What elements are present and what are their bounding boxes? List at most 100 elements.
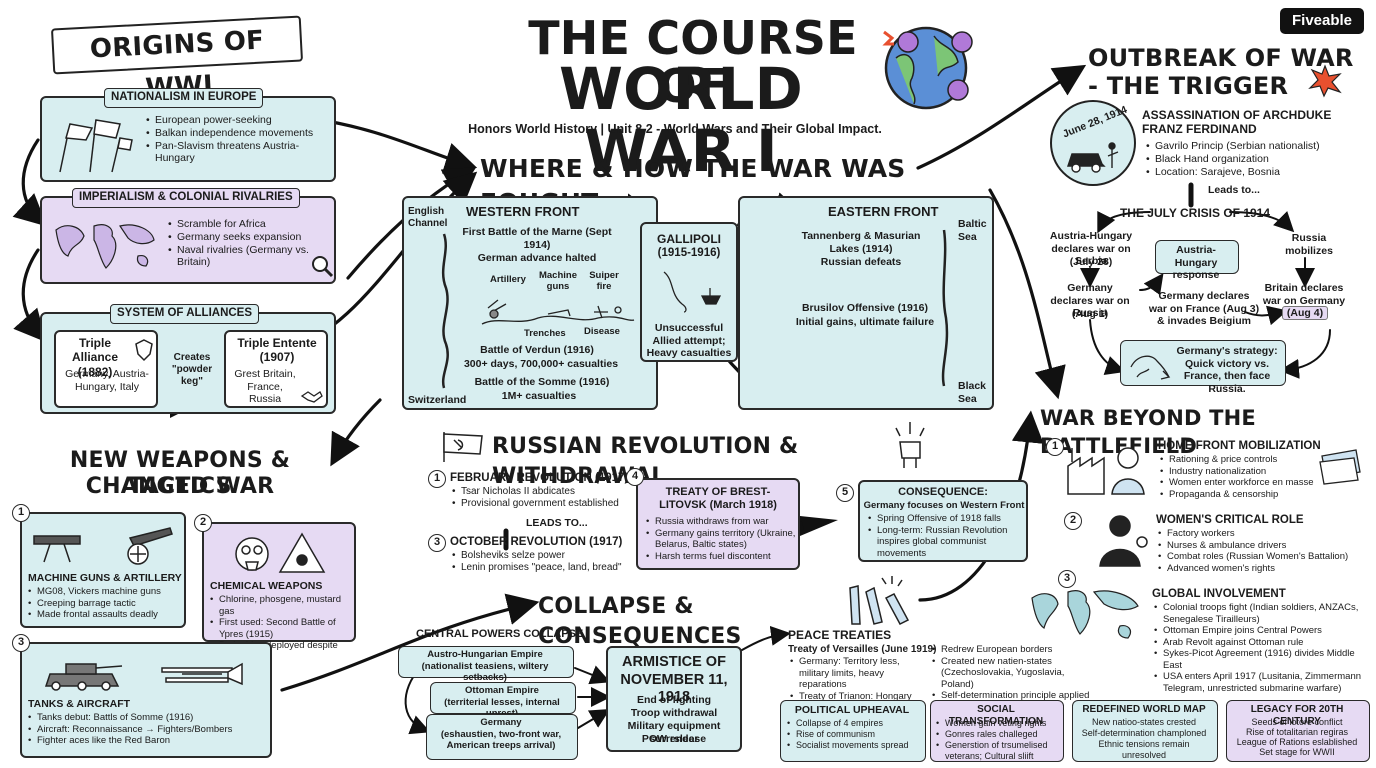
magnifier-icon [310, 254, 334, 278]
shield-icon [134, 338, 154, 362]
strategy-text: Germany's strategy: Quick victory vs. Fr… [1176, 345, 1278, 395]
ah-response: Austria-Hungary response [1172, 244, 1220, 282]
women-title: WOMEN'S CRITICAL ROLE [1156, 514, 1304, 526]
consequence-item: Spring Offensive of 1918 falls [868, 513, 1026, 525]
revolution-leads-to: LEADS TO... [526, 517, 588, 529]
front-line-icon [432, 232, 456, 390]
february-title: FEBRUARY REVOLUTION (1917) [450, 472, 629, 484]
austro-title: Austro-Hungarian Empire [427, 649, 543, 660]
outbreak-title-line-2: - THE TRIGGER [1088, 72, 1289, 100]
step-number: 3 [1058, 570, 1076, 588]
western-front-card: WESTERN FRONT English Channel Switzerlan… [402, 196, 658, 410]
armistice-item: Troop withdrawal [630, 707, 718, 719]
nationalism-item: European power-seeking [146, 114, 334, 127]
english-channel-label: English Channel [408, 206, 448, 229]
verdun-note: 300+ days, 700,000+ casualties [463, 358, 619, 370]
step-number: 1 [12, 504, 30, 522]
central-powers-title: CENTRAL POWERS COLLAPSE [416, 628, 584, 640]
global-item: Ottoman Empire joins Central Powers [1154, 625, 1372, 637]
tannenberg-label: Tannenberg & Masurian Lakes (1914) [801, 230, 921, 255]
consequence-lead: Germany focuses on Western Front [863, 500, 1025, 511]
home-front-item: Rationing & price controls [1160, 454, 1330, 466]
peace-item: Created new natien-states (Czechoslovaki… [932, 656, 1092, 691]
global-title: GLOBAL INVOLVEMENT [1152, 588, 1286, 600]
britain-declares: Britain declares war on Germany [1262, 282, 1346, 307]
woman-icon [1090, 512, 1150, 568]
political-title: POLITICAL UPHEAVAL [794, 704, 910, 716]
nationalism-title: NATIONALISM IN EUROPE [104, 88, 264, 108]
brest-litovsk-card: 4 TREATY OF BREST-LITOVSK (March 1918) R… [626, 468, 800, 570]
weapons-title-line-1: NEW WEAPONS & TACTICS [69, 448, 291, 499]
gallipoli-years: (1915-1916) [657, 247, 721, 259]
armistice-item: POW rslease [641, 733, 707, 745]
peace-item: Redrew European borders [932, 644, 1092, 656]
october-item: Bolsheviks selze power [452, 550, 628, 562]
disease-label: Disease [584, 326, 620, 337]
political-card: POLITICAL UPHEAVAL Collapse of 4 empires… [780, 700, 926, 762]
page-title-line-2: WORLD WAR I [558, 55, 804, 185]
global-item: Colonial troops fight (Indian soldiers, … [1154, 602, 1372, 625]
alliances-card: SYSTEM OF ALLIANCES Triple Alliance (188… [40, 304, 336, 414]
armistice-item: End of fighting [636, 694, 712, 706]
outbreak-title-line-1: OUTBREAK OF WAR [1088, 44, 1354, 72]
political-item: Collapse of 4 empires [787, 718, 923, 729]
women-item: Advanced women's rights [1158, 563, 1370, 575]
eastern-front-title: EASTERN FRONT [828, 204, 939, 219]
strategy-box: Germany's strategy: Quick victory vs. Fr… [1120, 340, 1286, 395]
baltic-sea-label: Baltic Sea [958, 218, 987, 243]
triple-alliance-title: Triple Alliance (1882) [71, 336, 119, 379]
chemical-title: CHEMICAL WEAPONS [210, 580, 323, 592]
brusilov-label: Brusilov Offensive (1916) [801, 302, 929, 314]
germany-box: Germany (eshaustien, two-front war, Amer… [426, 714, 578, 760]
february-item: Tsar Nicholas II abdicates [452, 486, 624, 498]
assassination-item: Location: Sarajeve, Bosnia [1146, 166, 1346, 179]
sniper-label: Suiper fire [589, 270, 619, 293]
chemical-item: Chlorine, phosgene, mustard gas [210, 594, 354, 617]
peace-item: Germany: Territory less, military limits… [790, 656, 932, 691]
step-number: 3 [428, 534, 446, 552]
britain-date: (Aug 4) [1282, 306, 1328, 320]
tank-icon [42, 650, 252, 694]
germany-russia: Germany declares war on Russia [1050, 282, 1130, 320]
social-card: SOCIAL TRANSFORMATION Women gain veting … [930, 700, 1064, 762]
fiveable-logo[interactable]: Fiveable [1280, 8, 1364, 34]
triple-alliance-box: Triple Alliance (1882) Germany, Austria-… [54, 330, 158, 408]
step-number: 3 [12, 634, 30, 652]
peace-item: Treaty of Trianon: Hongary [790, 691, 932, 703]
assassination-date: June 28, 1914 [1060, 103, 1129, 141]
armistice-title-line-1: ARMISTICE OF [622, 654, 726, 670]
explosion-icon [1308, 64, 1342, 98]
austro-box: Austro-Hungarian Empire (nationalist tea… [398, 646, 574, 683]
step-number: 4 [626, 468, 644, 486]
step-number: 2 [1064, 512, 1082, 530]
world-map-title: REDEFINED WORLD MAP [1082, 704, 1206, 715]
brest-item: Germany gains territory (Ukraine, Belaru… [646, 528, 798, 551]
factory-worker-icon [1064, 440, 1154, 496]
october-item: Lenin promises "peace, land, bread" [452, 562, 628, 574]
women-item: Combat roles (Russian Women's Battalion) [1158, 551, 1370, 563]
ottoman-note: (territerial lesses, internal unrest) [444, 697, 560, 719]
ration-card-icon [1316, 446, 1366, 486]
trenches-label: Trenches [524, 328, 566, 339]
home-front-item: Industry nationalization [1160, 466, 1330, 478]
soviet-flag-icon [440, 430, 486, 464]
legacy-item: Seeds of lotore conflict [1251, 717, 1343, 727]
tanks-item: Fighter aces like the Red Baron [28, 735, 268, 747]
assassination-title: ASSASSINATION OF ARCHDUKE FRANZ FERDINAN… [1142, 108, 1332, 137]
brusilov-note: Initial gains, ultimate failure [795, 316, 935, 328]
assassination-item: Gavrilo Princip (Serbian nationalist) [1146, 140, 1346, 153]
legacy-item: Rise of totalitarian regiras [1245, 727, 1349, 737]
page-subtitle: Honors World History | Unit 8.2 - World … [468, 122, 882, 136]
world-map-card: REDEFINED WORLD MAP New natioo-states cr… [1072, 700, 1218, 762]
imperialism-item: Germany seeks expansion [168, 231, 328, 244]
women-item: Factory workers [1158, 528, 1370, 540]
ah-date: (July 28) [1069, 256, 1113, 268]
ah-response-box: Austria-Hungary response [1155, 240, 1239, 281]
somme-label: Battle of the Somme (1916) [474, 376, 610, 388]
machine-guns-card: 1 MACHINE GUNS & ARTILLERY MG08, Vickers… [12, 504, 186, 628]
armistice-item: Military equipment surrender [627, 720, 721, 745]
consequence-card: 5 CONSEQUENCE: Germany focuses on Wester… [836, 480, 1028, 562]
imperialism-title: IMPERIALISM & COLONIAL RIVALRIES [72, 188, 300, 208]
global-item: Arab Revolt against Ottoman rule [1154, 637, 1372, 649]
social-item: Generstion of trsumelised veterans; Cult… [936, 740, 1062, 762]
